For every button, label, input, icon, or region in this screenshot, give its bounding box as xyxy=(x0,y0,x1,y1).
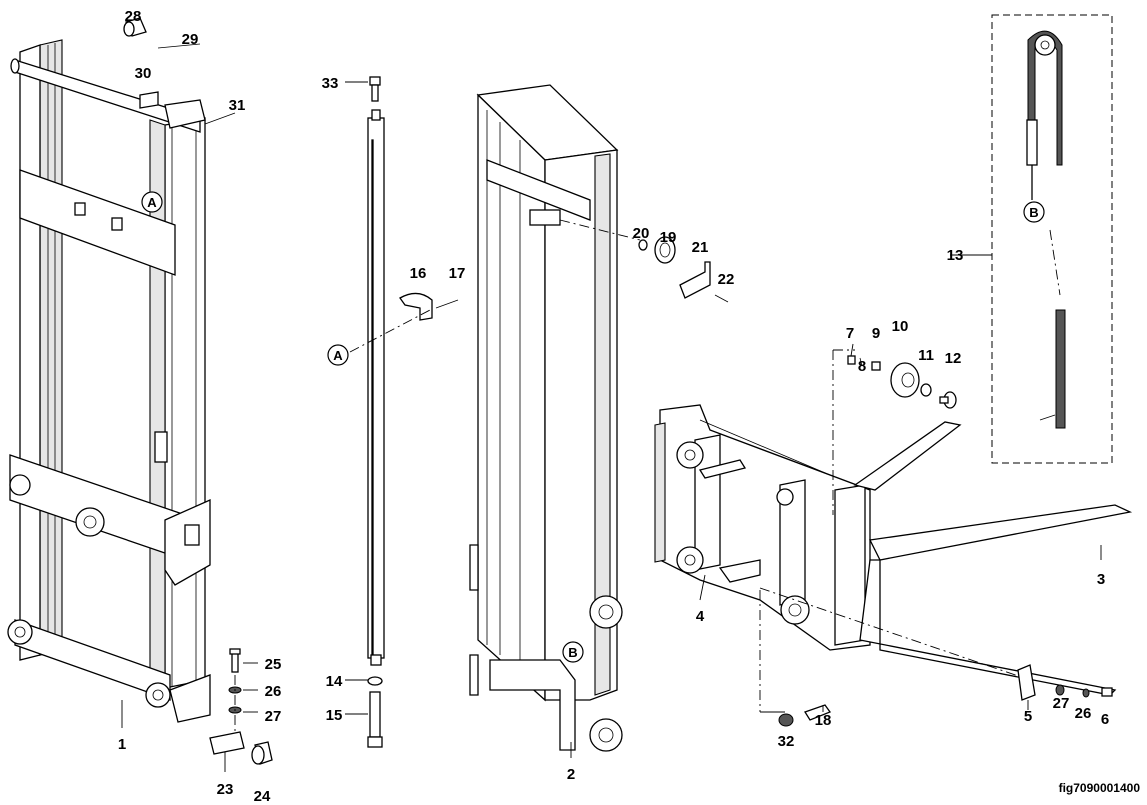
callout-28: 28 xyxy=(125,8,142,25)
callout-11: 11 xyxy=(918,347,934,364)
callout-7: 7 xyxy=(846,325,854,342)
ring-part-11 xyxy=(920,383,932,397)
roller-part-24 xyxy=(251,741,273,765)
callout-21: 21 xyxy=(692,239,709,256)
bracket-part-21 xyxy=(679,261,711,299)
bolt-part-33 xyxy=(369,76,381,102)
chain-part-13 xyxy=(1026,30,1066,429)
plate-part-5 xyxy=(1017,664,1036,701)
roller-part-28 xyxy=(123,17,147,37)
callout-22: 22 xyxy=(718,271,735,288)
callout-18: 18 xyxy=(815,712,832,729)
callout-32: 32 xyxy=(778,733,795,750)
reference-marker-a-cylinder: A xyxy=(327,344,349,366)
callout-24: 24 xyxy=(254,788,271,805)
callout-4: 4 xyxy=(696,608,705,625)
callout-6: 6 xyxy=(1101,711,1109,728)
reference-marker-a-outer-mast: A xyxy=(141,191,163,213)
bolt-part-18 xyxy=(804,704,832,721)
fork-part-3 xyxy=(853,421,1133,696)
pin-part-29 xyxy=(157,43,201,49)
washer-part-27b xyxy=(1055,684,1065,696)
bushing-part-9 xyxy=(871,361,881,371)
callout-20: 20 xyxy=(633,225,650,242)
callout-30: 30 xyxy=(135,65,152,82)
callout-5: 5 xyxy=(1024,708,1032,725)
callout-19: 19 xyxy=(660,229,677,246)
bushing-part-7 xyxy=(847,355,856,365)
washer-part-26b xyxy=(1082,688,1090,698)
nut-part-32 xyxy=(778,713,794,727)
leader-lines xyxy=(121,81,1102,772)
callout-14: 14 xyxy=(326,673,343,690)
chain-kit-box-part-13 xyxy=(991,14,1113,464)
callout-2: 2 xyxy=(567,766,575,783)
callout-33: 33 xyxy=(322,75,339,92)
callout-23: 23 xyxy=(217,781,234,798)
svg-text:A: A xyxy=(333,348,343,363)
callout-labels: 28 29 30 31 33 16 17 20 19 21 22 7 9 10 … xyxy=(118,8,1109,805)
callout-9: 9 xyxy=(872,325,880,342)
callout-17: 17 xyxy=(449,265,466,282)
roller-part-10 xyxy=(890,362,920,398)
callout-16: 16 xyxy=(410,265,427,282)
fork-carriage-part-4 xyxy=(654,404,871,651)
svg-text:B: B xyxy=(568,645,577,660)
lift-cylinder xyxy=(367,109,385,666)
bolt-part-22 xyxy=(714,294,729,303)
bolt-part-31 xyxy=(204,112,236,125)
figure-id: fig7090001400 xyxy=(1059,781,1141,795)
callout-13: 13 xyxy=(947,247,964,264)
callout-10: 10 xyxy=(892,318,909,335)
callout-29: 29 xyxy=(182,31,199,48)
ring-part-20 xyxy=(638,239,648,251)
reference-marker-b-inner-mast: B xyxy=(562,641,584,663)
svg-text:B: B xyxy=(1029,205,1038,220)
callout-31: 31 xyxy=(229,97,246,114)
roller-part-19 xyxy=(654,236,676,264)
outer-mast-part-1 xyxy=(7,39,211,723)
pin-part-23 xyxy=(209,731,245,755)
bolt-part-17 xyxy=(435,299,459,309)
callout-27-fork: 27 xyxy=(1053,695,1070,712)
clamp-part-16 xyxy=(399,292,433,321)
callout-26: 26 xyxy=(265,683,282,700)
bolt-part-25 xyxy=(229,648,241,673)
callout-27: 27 xyxy=(265,708,282,725)
callout-26-fork: 26 xyxy=(1075,705,1092,722)
callout-8: 8 xyxy=(858,358,866,375)
callout-1: 1 xyxy=(118,736,126,753)
bolt-part-6 xyxy=(1101,687,1113,697)
cap-part-12 xyxy=(939,391,957,409)
callout-3: 3 xyxy=(1097,571,1105,588)
callout-15: 15 xyxy=(326,707,343,724)
callout-25: 25 xyxy=(265,656,282,673)
callout-12: 12 xyxy=(945,350,962,367)
inner-mast-part-2 xyxy=(469,84,623,752)
svg-text:A: A xyxy=(147,195,157,210)
bolt-part-15 xyxy=(367,691,383,748)
washer-part-14 xyxy=(367,676,383,686)
reference-marker-b-chain: B xyxy=(1023,201,1045,223)
pin-part-8 xyxy=(859,357,863,367)
